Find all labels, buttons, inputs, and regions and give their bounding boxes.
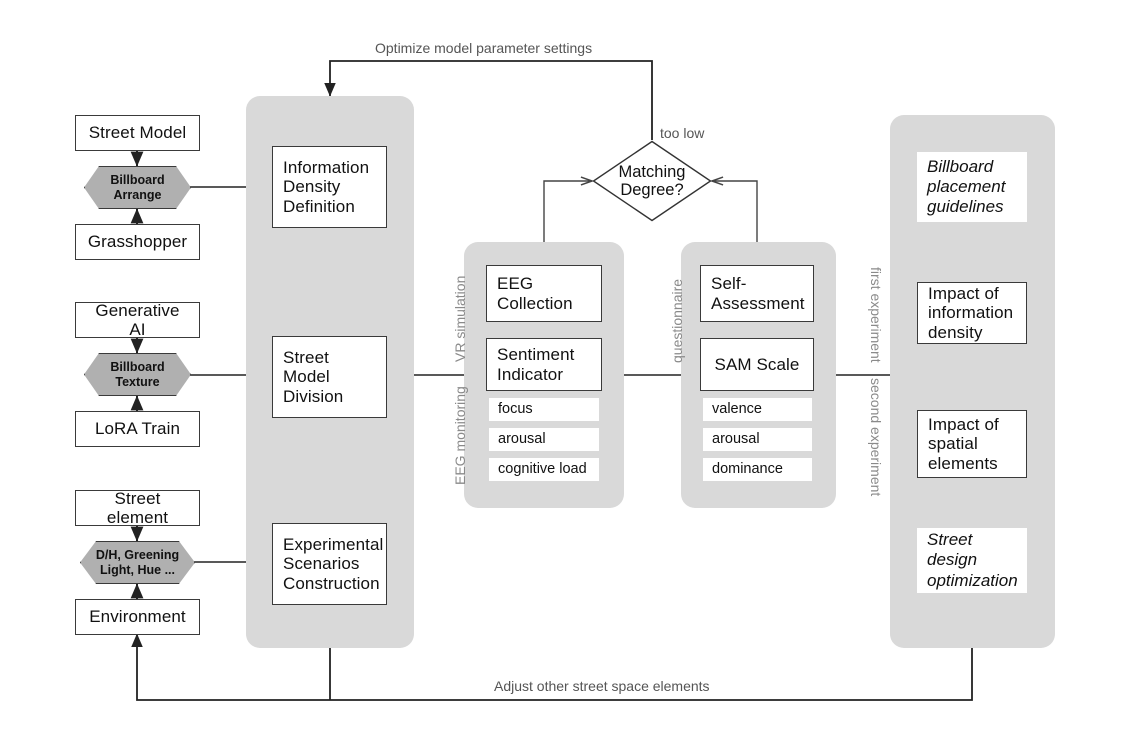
edge-label-too-low: too low: [660, 125, 705, 141]
node-environment[interactable]: Environment: [75, 599, 200, 635]
node-lora-train-label: LoRA Train: [94, 419, 181, 439]
node-generative-ai[interactable]: Generative AI: [75, 300, 200, 339]
edge-label-vr-simulation: VR simulation: [452, 275, 468, 362]
node-grasshopper-label: Grasshopper: [87, 232, 188, 252]
node-sam-scale-label: SAM Scale: [714, 354, 800, 374]
sam-metric-dominance[interactable]: dominance: [703, 458, 812, 481]
eeg-metric-focus-label: focus: [498, 400, 533, 417]
diamond-shape-icon: [592, 140, 712, 222]
eeg-metric-arousal-label: arousal: [498, 430, 546, 447]
sam-metric-dominance-label: dominance: [712, 460, 783, 477]
sam-metric-arousal-label: arousal: [712, 430, 760, 447]
node-grasshopper[interactable]: Grasshopper: [75, 224, 200, 260]
sam-metric-valence[interactable]: valence: [703, 398, 812, 421]
node-street-model[interactable]: Street Model: [75, 115, 200, 151]
node-street-element-label: Street element: [106, 488, 169, 527]
node-environment-label: Environment: [89, 607, 186, 627]
edge-label-eeg-monitoring: EEG monitoring: [452, 386, 468, 485]
node-lora-train[interactable]: LoRA Train: [75, 411, 200, 447]
eeg-metric-focus[interactable]: focus: [489, 398, 599, 421]
eeg-metric-cognitive-load[interactable]: cognitive load: [489, 458, 599, 481]
edge-eegpanel-to-matchingdegree: [543, 181, 592, 242]
node-street-model-label: Street Model: [88, 123, 187, 143]
edge-sampanel-to-matchingdegree: [712, 181, 758, 242]
node-generative-ai-label: Generative AI: [95, 300, 180, 339]
node-self-assessment-label: Self-Assessment: [711, 274, 805, 313]
edge-label-second-experiment: second experiment: [868, 378, 884, 497]
node-street-element[interactable]: Street element: [75, 488, 200, 527]
eeg-metric-cognitive-load-label: cognitive load: [498, 460, 587, 477]
eeg-metric-arousal[interactable]: arousal: [489, 428, 599, 451]
edge-label-first-experiment: first experiment: [868, 267, 884, 363]
edge-label-optimize-model-parameter-settings: Optimize model parameter settings: [375, 40, 593, 56]
sam-metric-arousal[interactable]: arousal: [703, 428, 812, 451]
edge-label-adjust-other-street-space-elements: Adjust other street space elements: [494, 678, 710, 694]
node-self-assessment[interactable]: Self-Assessment: [700, 265, 814, 322]
edge-label-questionnaire: questionnaire: [669, 278, 685, 363]
node-sam-scale[interactable]: SAM Scale: [700, 338, 814, 391]
sam-metric-valence-label: valence: [712, 400, 762, 417]
